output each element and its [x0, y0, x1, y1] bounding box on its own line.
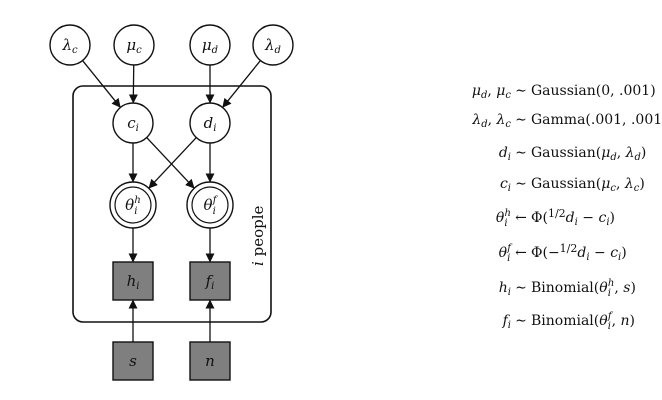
equation-lambda-prior: λd, λc ∼ Gamma(.001, .001): [471, 112, 662, 130]
equation-h: hi ∼ Binomial(θih, s): [499, 278, 636, 299]
op-tilde: ∼: [515, 280, 527, 296]
node-f_i: fi: [189, 261, 231, 301]
svg-text:μd, μc: μd, μc: [472, 83, 512, 101]
equation-mu-prior: μd, μc ∼ Gaussian(0, .001): [472, 83, 656, 101]
op-tilde: ∼: [515, 145, 527, 161]
node-s: s: [112, 341, 154, 381]
node-label: λd: [264, 36, 281, 56]
node-label: μd: [202, 36, 218, 56]
svg-text:di: di: [499, 145, 511, 163]
equation-theta-h: θih ← Φ(1/2di − ci): [496, 207, 615, 229]
op-arrow: ←: [515, 245, 527, 261]
node-label: λc: [61, 36, 78, 56]
equation-theta-f: θif ← Φ(−1/2di − ci): [499, 242, 627, 264]
nodes-layer: λc μc μd λd ci di θih θif hi fi s n: [49, 24, 294, 381]
svg-text:Gaussian(μc, λc): Gaussian(μc, λc): [531, 176, 645, 194]
equation-d: di ∼ Gaussian(μd, λd): [499, 145, 647, 163]
svg-text:ci: ci: [500, 176, 511, 194]
node-mu_d: μd: [189, 24, 231, 66]
node-label: s: [129, 352, 137, 370]
edge-lambda_d-to-d_i: [222, 60, 261, 108]
edge-d_i-to-theta_h: [148, 137, 197, 189]
equation-c: ci ∼ Gaussian(μc, λc): [500, 176, 645, 194]
node-lambda_d: λd: [252, 24, 294, 66]
node-lambda_c: λc: [49, 24, 91, 66]
op-tilde: ∼: [515, 176, 527, 192]
op-arrow: ←: [515, 210, 527, 226]
plate-label: i people: [249, 205, 267, 266]
node-theta_f: θif: [186, 181, 234, 229]
svg-text:Φ(1/2di − ci): Φ(1/2di − ci): [531, 207, 615, 228]
node-label: n: [205, 352, 215, 370]
node-label: di: [204, 114, 217, 134]
node-label: hi: [127, 272, 140, 292]
op-tilde: ∼: [515, 112, 527, 128]
equation-f: fi ∼ Binomial(θif, n): [502, 311, 635, 332]
node-theta_h: θih: [109, 181, 157, 229]
node-label: fi: [205, 272, 215, 292]
equation-rhs: Gaussian(0, .001): [531, 83, 656, 99]
edge-lambda_c-to-c_i: [82, 60, 121, 108]
plate-box: [72, 85, 272, 323]
op-tilde: ∼: [515, 83, 527, 99]
node-mu_c: μc: [113, 24, 155, 66]
node-h_i: hi: [112, 261, 154, 301]
node-d_i: di: [189, 102, 231, 144]
equations-block: μd, μc ∼ Gaussian(0, .001) λd, λc ∼ Gamm…: [471, 83, 662, 332]
edges-layer: [82, 60, 261, 342]
node-label: ci: [127, 114, 139, 134]
edge-c_i-to-theta_f: [146, 137, 195, 189]
svg-text:θif: θif: [499, 243, 514, 264]
node-label: θif: [204, 195, 219, 217]
svg-text:θih: θih: [496, 208, 511, 229]
svg-text:Binomial(θif, n): Binomial(θif, n): [531, 311, 635, 332]
equation-rhs: Gamma(.001, .001): [531, 112, 662, 128]
plate: i people: [72, 85, 272, 323]
svg-text:Binomial(θih, s): Binomial(θih, s): [531, 278, 636, 299]
svg-text:λd, λc: λd, λc: [471, 112, 511, 130]
node-n: n: [189, 341, 231, 381]
svg-text:fi: fi: [502, 313, 511, 331]
node-label: μc: [126, 36, 142, 56]
svg-text:Φ(−1/2di − ci): Φ(−1/2di − ci): [531, 242, 627, 263]
svg-text:Gaussian(μd, λd): Gaussian(μd, λd): [531, 145, 646, 163]
node-label: θih: [125, 195, 141, 217]
svg-text:hi: hi: [499, 280, 511, 298]
op-tilde: ∼: [515, 313, 527, 329]
node-c_i: ci: [112, 102, 154, 144]
